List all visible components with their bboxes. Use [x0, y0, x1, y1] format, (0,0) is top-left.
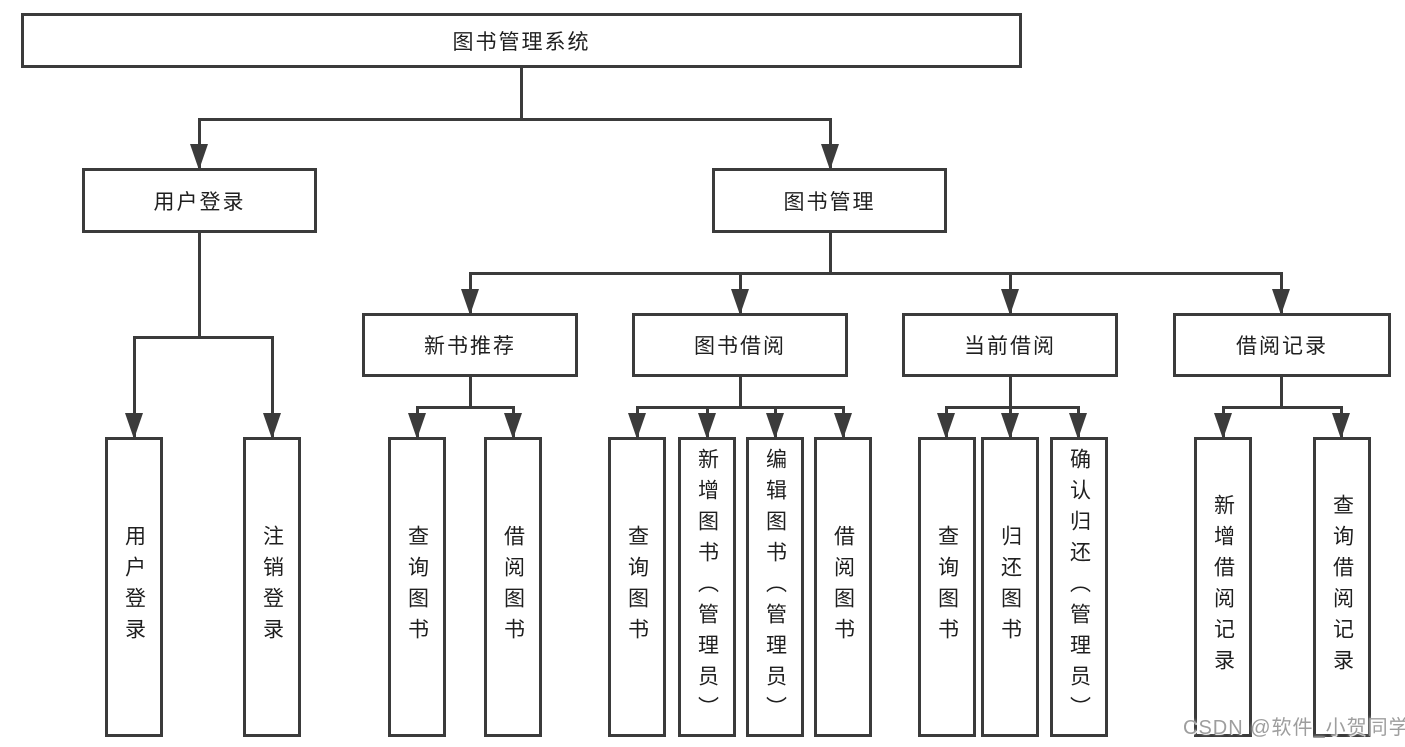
connector-line	[198, 118, 832, 121]
arrow-down-icon	[1069, 413, 1087, 439]
leaf-recd-add-record-label: 新增借阅记录	[1211, 494, 1235, 680]
leaf-cur-return-books: 归还图书	[981, 437, 1039, 737]
connector-line	[1280, 377, 1283, 406]
leaf-bor-edit-books-admin: 编辑图书（管理员）	[746, 437, 804, 737]
leaf-recd-query-record-label: 查询借阅记录	[1330, 494, 1354, 680]
node-book-borrowing-label: 图书借阅	[694, 335, 786, 358]
node-new-book-recommend: 新书推荐	[362, 313, 578, 377]
leaf-bor-borrow-books: 借阅图书	[814, 437, 872, 737]
leaf-rec-borrow-books-label: 借阅图书	[501, 525, 525, 649]
connector-line	[198, 118, 201, 168]
connector-line	[133, 336, 274, 339]
connector-line	[1009, 377, 1012, 406]
leaf-bor-add-books-admin: 新增图书（管理员）	[678, 437, 736, 737]
connector-line	[636, 406, 845, 409]
arrow-down-icon	[698, 413, 716, 439]
node-book-management: 图书管理	[712, 168, 947, 233]
node-user-login-group: 用户登录	[82, 168, 317, 233]
leaf-bor-edit-books-admin-label: 编辑图书（管理员）	[763, 447, 787, 727]
connector-line	[133, 336, 136, 437]
arrow-down-icon	[1272, 289, 1290, 315]
connector-line	[829, 118, 832, 168]
connector-line	[416, 406, 515, 409]
arrow-down-icon	[408, 413, 426, 439]
leaf-logout: 注销登录	[243, 437, 301, 737]
arrow-down-icon	[766, 413, 784, 439]
node-current-borrowing: 当前借阅	[902, 313, 1118, 377]
connector-line	[198, 233, 201, 336]
leaf-bor-borrow-books-label: 借阅图书	[831, 525, 855, 649]
leaf-bor-add-books-admin-label: 新增图书（管理员）	[695, 447, 719, 727]
leaf-user-login: 用户登录	[105, 437, 163, 737]
csdn-watermark: CSDN @软件_小贺同学	[1183, 717, 1405, 739]
node-book-management-label: 图书管理	[783, 190, 876, 214]
connector-line	[469, 377, 472, 406]
arrow-down-icon	[937, 413, 955, 439]
arrow-down-icon	[1332, 413, 1350, 439]
node-borrow-records-label: 借阅记录	[1236, 335, 1328, 358]
connector-line	[1222, 406, 1343, 409]
connector-line	[739, 377, 742, 406]
arrow-down-icon	[461, 289, 479, 315]
node-root-label: 图书管理系统	[452, 30, 591, 54]
node-root: 图书管理系统	[21, 13, 1022, 68]
arrow-down-icon	[1214, 413, 1232, 439]
arrow-down-icon	[504, 413, 522, 439]
arrow-down-icon	[125, 413, 143, 439]
node-book-borrowing: 图书借阅	[632, 313, 848, 377]
leaf-rec-borrow-books: 借阅图书	[484, 437, 542, 737]
arrow-down-icon	[263, 413, 281, 439]
leaf-cur-return-books-label: 归还图书	[998, 525, 1022, 649]
node-user-login-group-label: 用户登录	[153, 190, 246, 214]
arrow-down-icon	[1001, 289, 1019, 315]
connector-line	[829, 233, 832, 272]
connector-line	[520, 68, 523, 118]
connector-line	[271, 336, 274, 437]
leaf-cur-confirm-return-admin-label: 确认归还（管理员）	[1067, 447, 1091, 727]
arrow-down-icon	[1001, 413, 1019, 439]
leaf-rec-query-books-label: 查询图书	[405, 525, 429, 649]
arrow-down-icon	[628, 413, 646, 439]
connector-line	[469, 272, 1283, 275]
arrow-down-icon	[834, 413, 852, 439]
leaf-recd-query-record: 查询借阅记录	[1313, 437, 1371, 737]
node-borrow-records: 借阅记录	[1173, 313, 1391, 377]
leaf-recd-add-record: 新增借阅记录	[1194, 437, 1252, 737]
leaf-cur-query-books-label: 查询图书	[935, 525, 959, 649]
connector-line	[945, 406, 1080, 409]
arrow-down-icon	[731, 289, 749, 315]
node-new-book-recommend-label: 新书推荐	[424, 335, 516, 358]
arrow-down-icon	[821, 144, 839, 170]
leaf-cur-confirm-return-admin: 确认归还（管理员）	[1050, 437, 1108, 737]
leaf-user-login-label: 用户登录	[122, 525, 146, 649]
leaf-rec-query-books: 查询图书	[388, 437, 446, 737]
node-current-borrowing-label: 当前借阅	[964, 335, 1056, 358]
leaf-bor-query-books-label: 查询图书	[625, 525, 649, 649]
arrow-down-icon	[190, 144, 208, 170]
leaf-logout-label: 注销登录	[260, 525, 284, 649]
leaf-bor-query-books: 查询图书	[608, 437, 666, 737]
leaf-cur-query-books: 查询图书	[918, 437, 976, 737]
